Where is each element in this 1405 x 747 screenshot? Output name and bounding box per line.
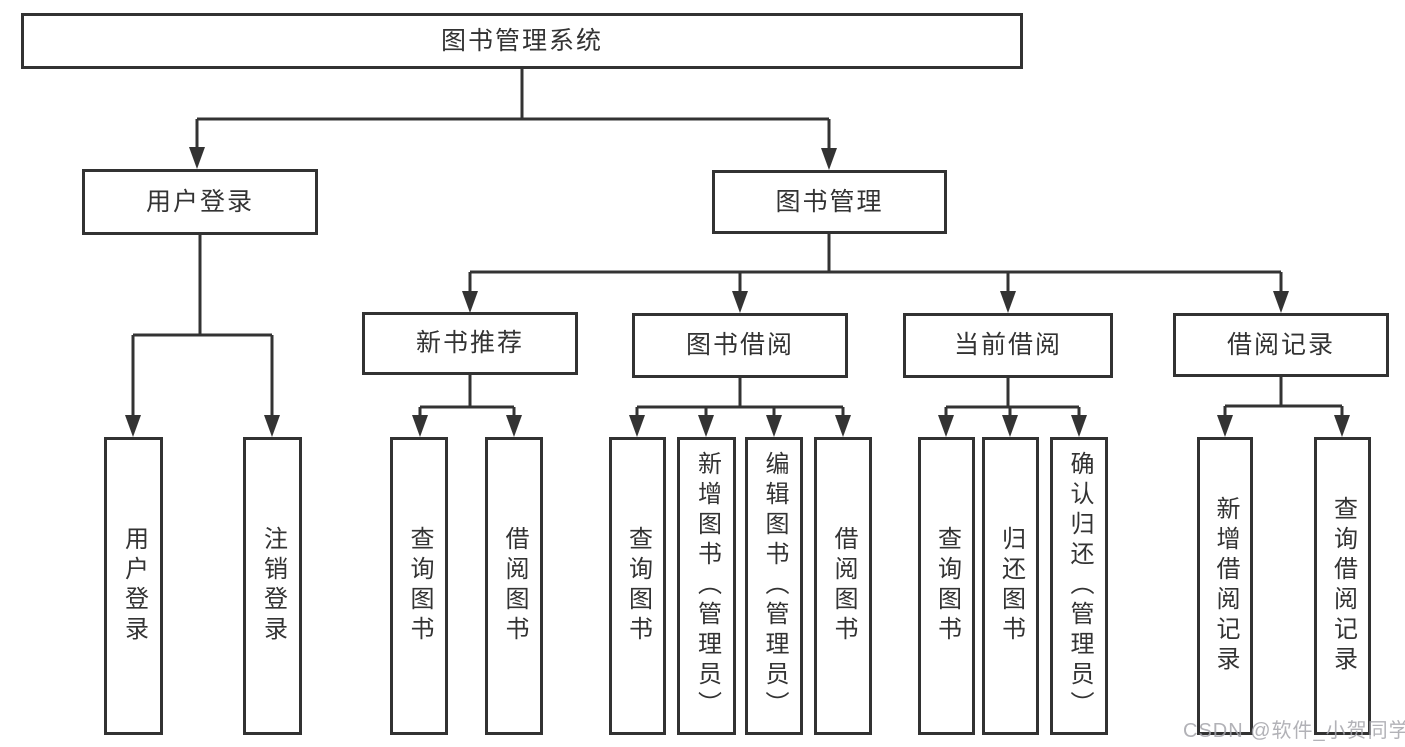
arrow-down-icon xyxy=(1002,415,1018,437)
arrow-down-icon xyxy=(1334,415,1350,437)
connector-shafts xyxy=(131,69,1344,420)
arrow-down-icon xyxy=(1071,415,1087,437)
watermark: CSDN @软件_小贺同学 xyxy=(1183,720,1405,742)
node-book-borrow: 图书借阅 xyxy=(632,313,848,378)
arrow-down-icon xyxy=(506,415,522,437)
leaf-borrow-edit-book-admin: 编辑图书（管理员） xyxy=(745,437,803,735)
leaf-borrow-add-book-admin: 新增图书（管理员） xyxy=(677,437,736,735)
leaf-records-query-record: 查询借阅记录 xyxy=(1314,437,1371,735)
leaf-current-return-book: 归还图书 xyxy=(982,437,1039,735)
connector-arrowheads xyxy=(125,147,1350,437)
node-book-management: 图书管理 xyxy=(712,170,947,234)
arrow-down-icon xyxy=(264,415,280,437)
leaf-borrow-borrow-book: 借阅图书 xyxy=(814,437,872,735)
node-user-login: 用户登录 xyxy=(82,169,318,235)
leaf-borrow-query-book: 查询图书 xyxy=(609,437,666,735)
arrow-down-icon xyxy=(698,415,714,437)
arrow-down-icon xyxy=(189,147,205,169)
arrow-down-icon xyxy=(766,415,782,437)
leaf-logout: 注销登录 xyxy=(243,437,302,735)
node-root: 图书管理系统 xyxy=(21,13,1023,69)
leaf-current-query-book: 查询图书 xyxy=(918,437,975,735)
arrow-down-icon xyxy=(1000,291,1016,313)
leaf-recommend-borrow-book: 借阅图书 xyxy=(485,437,543,735)
arrow-down-icon xyxy=(125,415,141,437)
arrow-down-icon xyxy=(938,415,954,437)
node-current-borrow: 当前借阅 xyxy=(903,313,1113,378)
node-borrow-records: 借阅记录 xyxy=(1173,313,1389,377)
node-new-book-recommend: 新书推荐 xyxy=(362,312,578,375)
arrow-down-icon xyxy=(1217,415,1233,437)
leaf-current-confirm-return-admin: 确认归还（管理员） xyxy=(1050,437,1108,735)
leaf-records-add-record: 新增借阅记录 xyxy=(1197,437,1253,735)
arrow-down-icon xyxy=(412,415,428,437)
arrow-down-icon xyxy=(732,291,748,313)
arrow-down-icon xyxy=(462,291,478,313)
arrow-down-icon xyxy=(835,415,851,437)
leaf-recommend-query-book: 查询图书 xyxy=(390,437,448,735)
arrow-down-icon xyxy=(821,148,837,170)
arrow-down-icon xyxy=(1273,291,1289,313)
leaf-user-login: 用户登录 xyxy=(104,437,163,735)
arrow-down-icon xyxy=(629,415,645,437)
